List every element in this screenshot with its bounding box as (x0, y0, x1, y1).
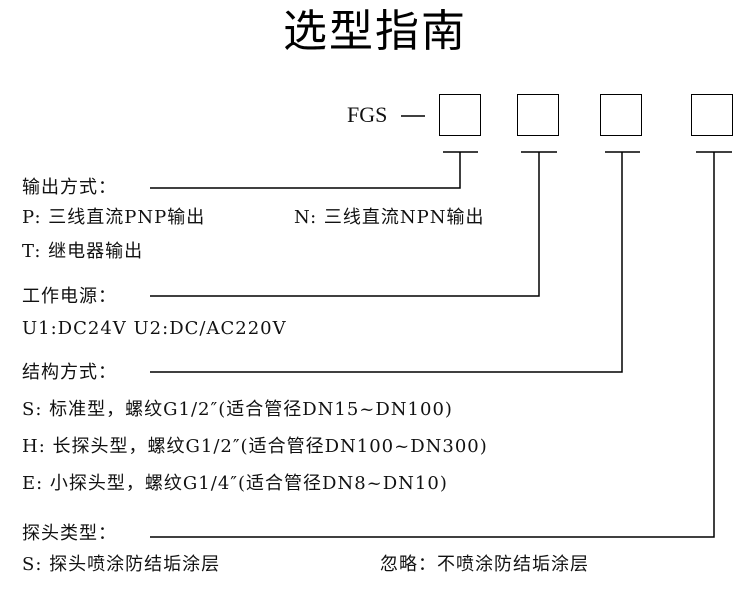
structure-option-standard: S: 标准型，螺纹G1/2″(适合管径DN15~DN100) (22, 399, 453, 420)
connector-output (150, 152, 461, 189)
probe-option-uncoated: 忽略：不喷涂防结垢涂层 (380, 554, 589, 575)
connector-probe (150, 152, 715, 538)
guide-title: 选型指南 (283, 6, 467, 57)
code-box-probe (691, 94, 733, 136)
code-box-output (439, 94, 481, 136)
output-option-pnp: P: 三线直流PNP输出 (22, 207, 206, 228)
connector-structure (150, 152, 623, 373)
code-box-power (517, 94, 559, 136)
probe-heading: 探头类型： (22, 523, 117, 544)
structure-option-long: H: 长探头型，螺纹G1/2″(适合管径DN100~DN300) (22, 436, 488, 457)
model-prefix: FGS (347, 100, 387, 130)
power-heading: 工作电源： (22, 286, 117, 307)
structure-option-small: E: 小探头型，螺纹G1/4″(适合管径DN8~DN10) (22, 473, 448, 494)
code-box-structure (600, 94, 642, 136)
output-heading: 输出方式： (22, 177, 117, 198)
power-options: U1:DC24V U2:DC/AC220V (22, 318, 287, 339)
connector-power (150, 152, 540, 297)
structure-heading: 结构方式： (22, 362, 117, 383)
output-option-relay: T: 继电器输出 (22, 241, 144, 262)
model-prefix-text: FGS (347, 102, 388, 127)
probe-option-coated: S: 探头喷涂防结垢涂层 (22, 554, 221, 575)
output-option-npn: N: 三线直流NPN输出 (294, 207, 485, 228)
